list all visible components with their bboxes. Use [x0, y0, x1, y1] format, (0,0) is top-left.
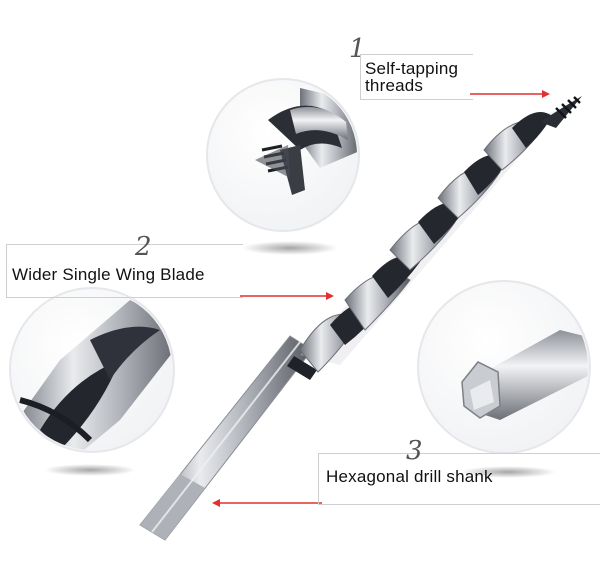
callout-box-2 — [6, 244, 243, 298]
zoom-circle-threads — [206, 78, 360, 232]
callout-pointer-3 — [212, 499, 322, 507]
callout-pointer-1 — [470, 90, 550, 98]
callout-box-1 — [360, 54, 473, 100]
callout-number-3: 3 — [406, 436, 423, 466]
callout-label-1-line2: threads — [365, 76, 424, 95]
zoom-circle-shank — [417, 280, 591, 454]
zoom-circle-blade — [9, 287, 175, 453]
auger-drill-bit — [139, 96, 582, 541]
callout-label-2: Wider Single Wing Blade — [12, 265, 205, 284]
callout-label-3: Hexagonal drill shank — [326, 467, 493, 486]
callout-number-1: 1 — [349, 34, 366, 64]
circle-shadow — [242, 241, 338, 255]
callout-box-3 — [318, 453, 600, 505]
circle-shadow — [460, 466, 556, 478]
circle-shadow — [44, 464, 136, 476]
callout-label-1-line1: Self-tapping — [365, 59, 459, 78]
callout-pointer-2 — [240, 292, 334, 300]
callout-number-2: 2 — [135, 232, 152, 262]
